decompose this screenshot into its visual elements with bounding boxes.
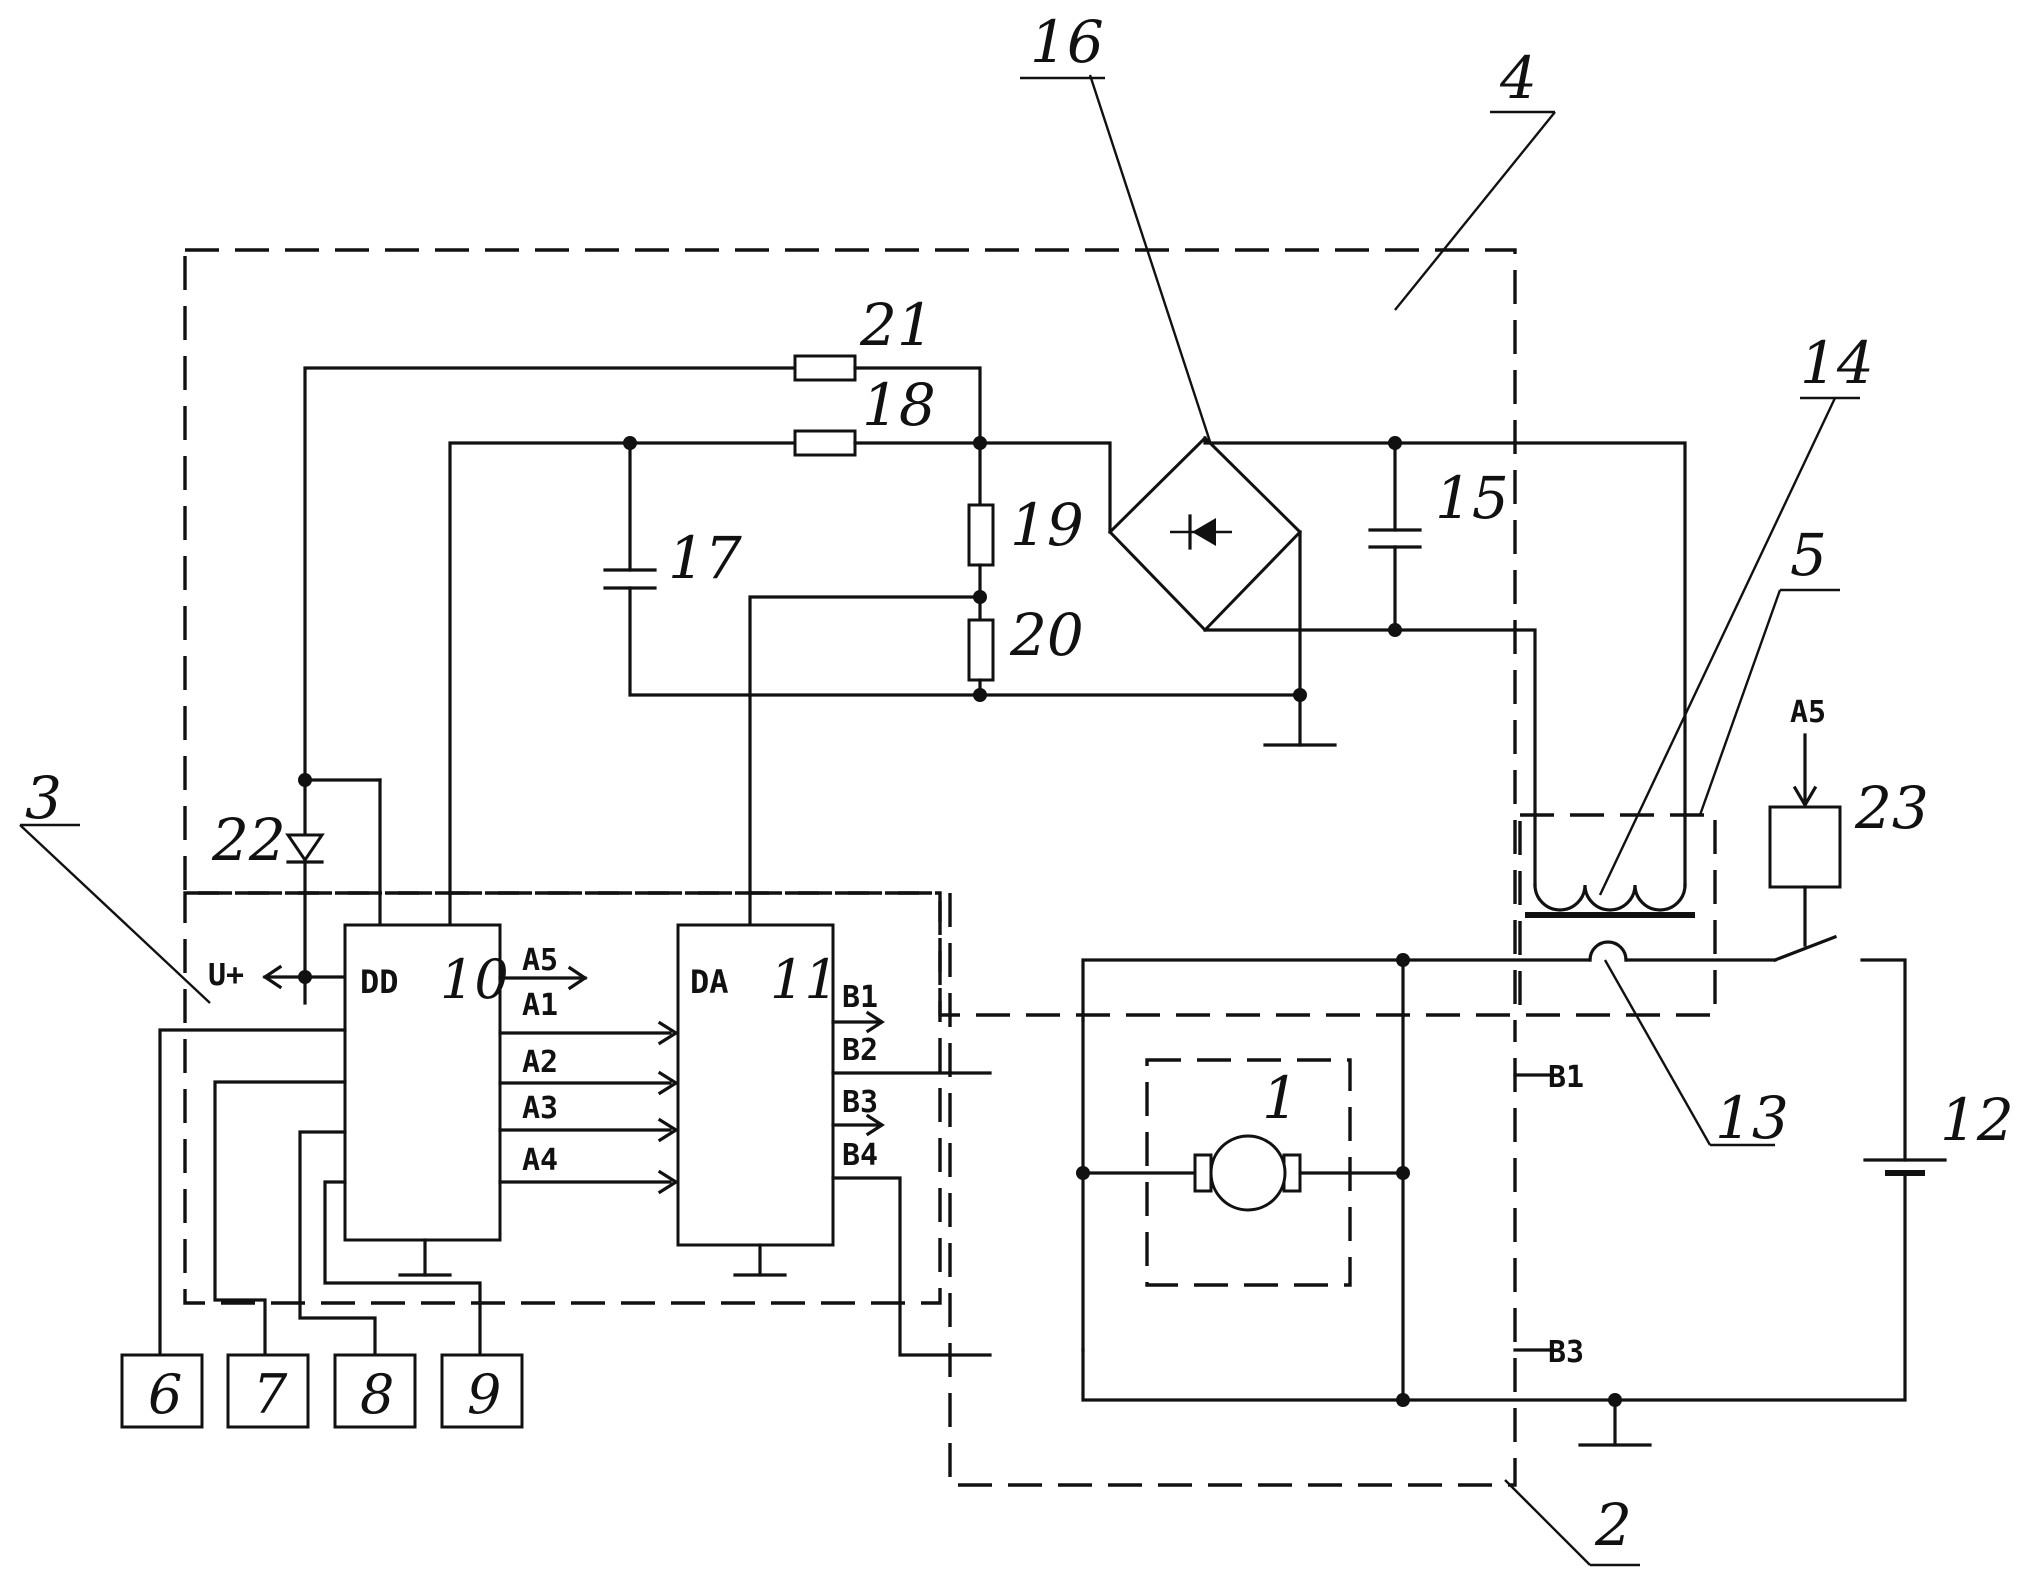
label-8: 8 [360,1363,394,1426]
leader-2 [1505,1480,1590,1565]
wire-b4-gate [833,1178,990,1355]
label-20: 20 [1009,601,1084,669]
label-2: 2 [1594,1491,1632,1559]
label-22: 22 [211,806,286,874]
label-b1-out: B1 [842,980,878,1015]
motor-brush-left [1195,1155,1211,1191]
label-6: 6 [148,1363,182,1426]
motor-1 [1211,1136,1285,1210]
coil-14 [1535,885,1685,910]
label-da: DA [690,963,729,1001]
relay-23 [1770,807,1840,887]
label-16: 16 [1030,8,1104,76]
leader-4 [1395,112,1555,310]
resistor-19 [969,505,993,565]
label-b4: B4 [842,1138,878,1173]
wire-bridge-bottom-to-coil [1205,630,1535,885]
label-a5-out: A5 [522,943,558,978]
fuse-13 [1590,942,1626,960]
label-a3: A3 [522,1091,558,1126]
label-9: 9 [467,1363,501,1426]
label-14: 14 [1800,329,1874,397]
label-13: 13 [1715,1084,1789,1152]
label-u-plus: U+ [208,958,244,993]
label-15: 15 [1435,464,1509,532]
label-21: 21 [859,291,934,359]
resistor-20 [969,620,993,680]
label-b3-out: B3 [842,1085,878,1120]
label-1: 1 [1262,1064,1299,1132]
wire-r18-left [450,443,795,925]
label-5: 5 [1790,521,1827,589]
label-19: 19 [1010,491,1084,559]
label-17: 17 [668,524,742,592]
label-a4: A4 [522,1143,558,1178]
diode-22 [288,835,322,860]
leader-5 [1700,590,1780,815]
leader-13 [1605,960,1710,1145]
label-11: 11 [770,948,839,1011]
label-dd: DD [360,963,399,1001]
label-7: 7 [253,1363,288,1426]
label-a2: A2 [522,1045,558,1080]
label-18: 18 [862,371,936,439]
leader-3 [20,825,210,1003]
label-b1-gate: B1 [1548,1060,1584,1095]
label-4: 4 [1499,44,1537,112]
resistor-21 [795,356,855,380]
label-3: 3 [25,764,62,832]
junction-dots [298,436,1622,1407]
wire-sensor-6 [160,1030,345,1355]
label-a5-relay: A5 [1790,695,1826,730]
wire-switch-to-battery [1862,960,1905,1160]
label-b2: B2 [842,1033,878,1068]
label-a1: A1 [522,988,558,1023]
resistor-18 [795,431,855,455]
label-10: 10 [440,948,509,1011]
wire-divider-to-da11 [750,597,980,925]
label-23: 23 [1854,774,1929,842]
label-12: 12 [1940,1086,2014,1154]
label-b3-gate: B3 [1548,1335,1584,1370]
